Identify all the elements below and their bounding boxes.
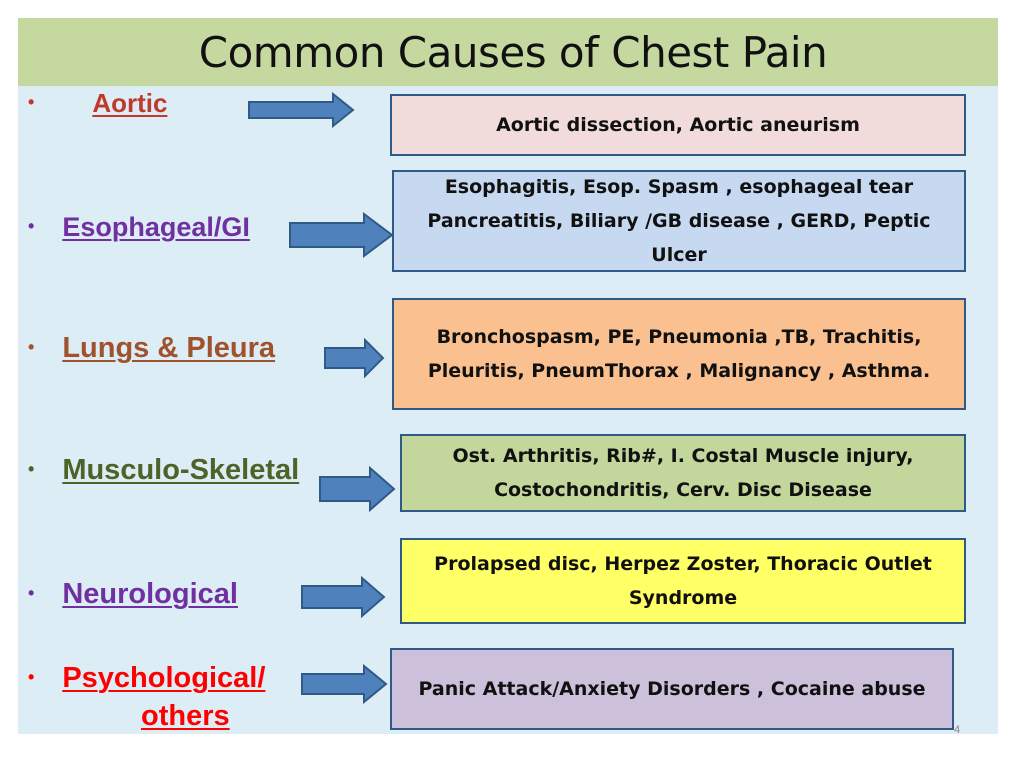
causes-box-musculoskeletal: Ost. Arthritis, Rib#, I. Costal Muscle i…	[400, 434, 966, 512]
category-lungs: • Lungs & Pleura	[28, 332, 275, 365]
causes-text: Panic Attack/Anxiety Disorders , Cocaine…	[418, 678, 926, 700]
category-label-line2: others	[141, 700, 230, 732]
causes-text: Aortic dissection, Aortic aneurism	[496, 114, 860, 136]
category-label: Neurological	[62, 578, 238, 610]
causes-text: Bronchospasm, PE, Pneumonia ,TB, Trachit…	[427, 326, 931, 382]
bullet-icon: •	[28, 459, 35, 479]
category-label: Esophageal/GI	[62, 212, 250, 242]
category-esophageal: • Esophageal/GI	[28, 212, 250, 243]
causes-text: Esophagitis, Esop. Spasm , esophageal te…	[427, 176, 931, 266]
right-arrow-icon	[324, 338, 385, 378]
bullet-icon: •	[28, 667, 35, 687]
bullet-icon: •	[28, 583, 35, 603]
category-label: Aortic	[92, 88, 168, 118]
category-musculoskeletal: • Musculo-Skeletal	[28, 454, 299, 487]
category-label: Psychological/	[62, 662, 266, 694]
category-label: Musculo-Skeletal	[62, 454, 300, 486]
category-neurological: • Neurological	[28, 578, 238, 611]
bullet-icon: •	[28, 216, 35, 236]
right-arrow-icon	[301, 576, 386, 618]
title-bar: Common Causes of Chest Pain	[18, 18, 998, 86]
category-label: Lungs & Pleura	[62, 332, 276, 364]
causes-box-psychological: Panic Attack/Anxiety Disorders , Cocaine…	[390, 648, 954, 730]
category-psychological: • Psychological/	[28, 662, 265, 695]
causes-box-lungs: Bronchospasm, PE, Pneumonia ,TB, Trachit…	[392, 298, 966, 410]
causes-box-esophageal: Esophagitis, Esop. Spasm , esophageal te…	[392, 170, 966, 272]
right-arrow-icon	[289, 212, 394, 258]
right-arrow-icon	[248, 92, 355, 128]
bullet-icon: •	[28, 92, 35, 112]
category-aortic: • Aortic	[28, 88, 167, 119]
right-arrow-icon	[301, 664, 388, 704]
page-number: 4	[954, 724, 961, 736]
causes-text: Prolapsed disc, Herpez Zoster, Thoracic …	[434, 553, 932, 609]
right-arrow-icon	[319, 466, 396, 512]
bullet-icon: •	[28, 337, 35, 357]
slide-title: Common Causes of Chest Pain	[198, 27, 828, 77]
causes-box-neurological: Prolapsed disc, Herpez Zoster, Thoracic …	[400, 538, 966, 624]
causes-text: Ost. Arthritis, Rib#, I. Costal Muscle i…	[452, 445, 914, 501]
causes-box-aortic: Aortic dissection, Aortic aneurism	[390, 94, 966, 156]
